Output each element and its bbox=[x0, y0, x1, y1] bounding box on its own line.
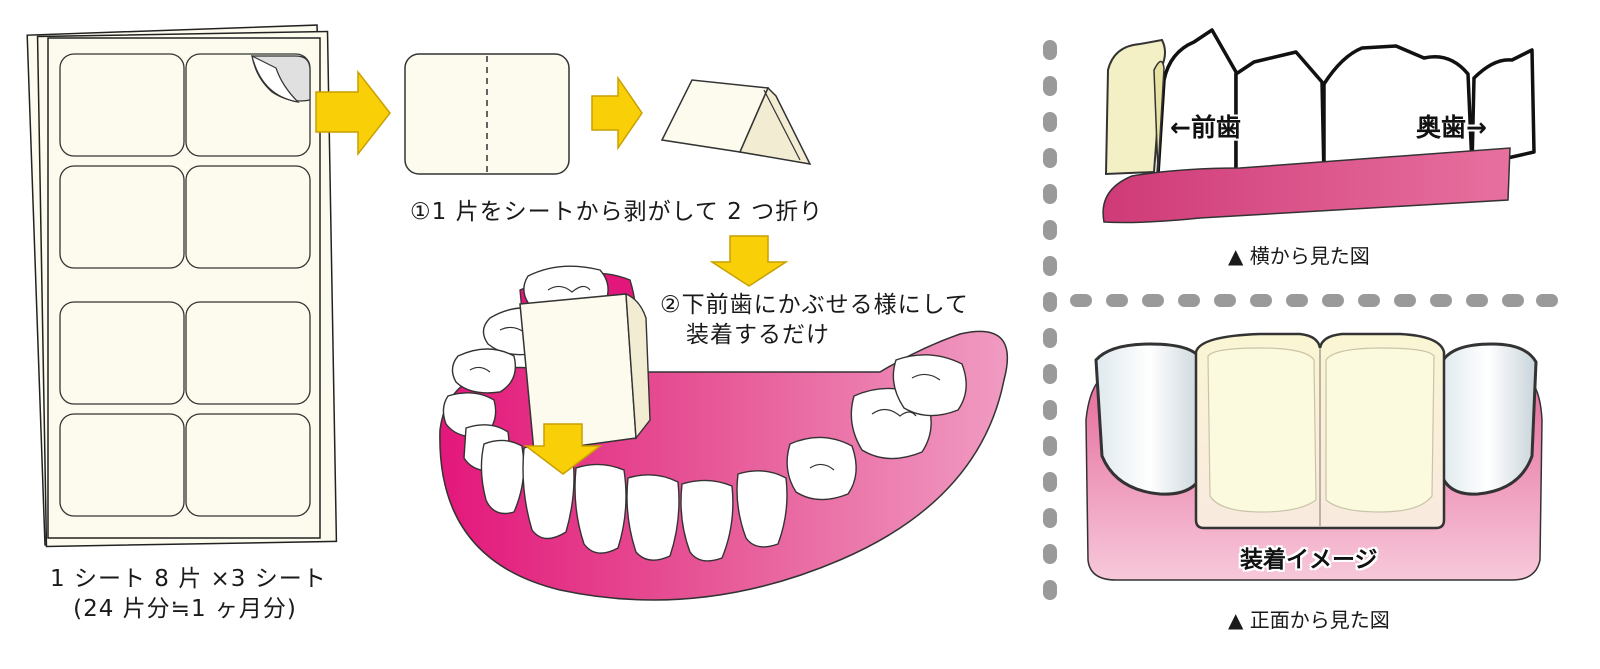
step2-text: ②下前歯にかぶせる様にして 装着するだけ bbox=[660, 290, 969, 350]
sheet-stack bbox=[26, 24, 338, 548]
step2-line1: ②下前歯にかぶせる様にして bbox=[660, 292, 969, 318]
sheet-caption: 1 シート 8 片 ×3 シート (24 片分≒1 ヶ月分) bbox=[50, 564, 327, 624]
side-view-caption: ▲ 横から見た図 bbox=[1228, 244, 1370, 268]
side-view-illustration bbox=[1102, 28, 1536, 224]
sheet-caption-line1: 1 シート 8 片 ×3 シート bbox=[50, 566, 327, 592]
back-teeth-label: 奥歯→ bbox=[1416, 113, 1487, 142]
vertical-divider bbox=[1043, 40, 1057, 600]
step2-line2: 装着するだけ bbox=[686, 322, 830, 348]
front-teeth-label: ←前歯 bbox=[1170, 113, 1241, 142]
arrow-right-2 bbox=[591, 75, 643, 151]
folded-strip bbox=[660, 79, 812, 165]
arrow-down-1 bbox=[709, 235, 789, 287]
front-view-illustration bbox=[1085, 332, 1543, 581]
arrow-right-1 bbox=[315, 69, 391, 157]
single-strip bbox=[404, 53, 570, 175]
sheet-caption-line2: (24 片分≒1 ヶ月分) bbox=[73, 596, 297, 622]
lower-jaw bbox=[439, 265, 1009, 601]
step1-text: ①1 片をシートから剥がして 2 つ折り bbox=[410, 199, 824, 225]
horizontal-divider bbox=[1070, 294, 1558, 307]
front-view-caption: ▲ 正面から見た図 bbox=[1228, 608, 1390, 632]
fitting-image-label: 装着イメージ bbox=[1240, 547, 1378, 573]
